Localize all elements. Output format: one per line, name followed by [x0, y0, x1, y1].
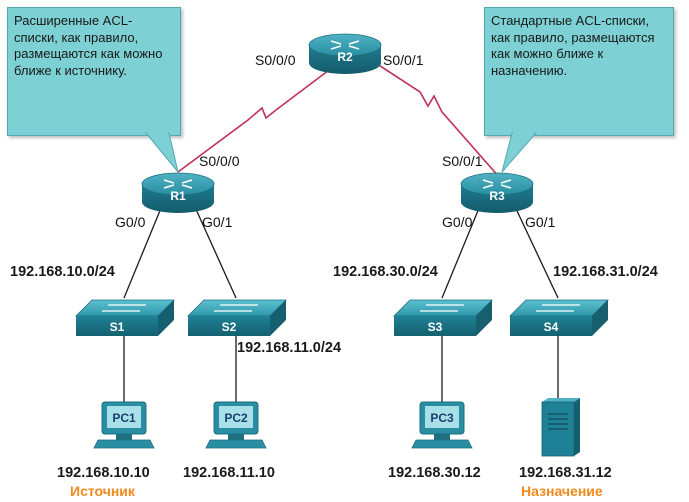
- serial-link-r1-r2: [177, 57, 346, 173]
- router-r3-label: R3: [489, 189, 505, 203]
- switch-s4[interactable]: S4: [509, 299, 609, 336]
- role-destination: Назначение: [521, 483, 603, 499]
- interface-r1-s000: S0/0/0: [199, 153, 240, 169]
- router-r2-label: R2: [337, 50, 353, 64]
- address-pc2: 192.168.11.10: [183, 465, 275, 481]
- link-r3-s3: [441, 195, 485, 299]
- router-r2[interactable]: R2: [308, 33, 382, 74]
- switch-s1-label: S1: [110, 320, 125, 334]
- address-pc3: 192.168.30.12: [388, 465, 481, 481]
- interface-r3-s001: S0/0/1: [442, 153, 483, 169]
- pc-pc3[interactable]: PC3: [411, 401, 473, 449]
- callout-right-pointer: [501, 132, 538, 173]
- switch-s3[interactable]: S3: [393, 299, 493, 336]
- interface-r1-g00: G0/0: [115, 214, 146, 230]
- serial-link-r2-r3: [367, 57, 501, 179]
- interface-r1-g01: G0/1: [202, 214, 233, 230]
- pc-pc1-label: PC1: [112, 411, 136, 425]
- address-pc1: 192.168.10.10: [57, 465, 150, 481]
- pc-pc3-label: PC3: [430, 411, 454, 425]
- callout-standard-acl: Стандартные ACL-списки, как правило, раз…: [484, 7, 674, 136]
- pc-pc1[interactable]: PC1: [93, 401, 155, 449]
- address-server: 192.168.31.12: [519, 465, 612, 481]
- role-source: Источник: [70, 483, 135, 499]
- link-r1-s2: [189, 195, 237, 299]
- switch-s2[interactable]: S2: [187, 299, 287, 336]
- interface-r2-s001: S0/0/1: [383, 52, 424, 68]
- callout-left-pointer: [145, 132, 179, 173]
- link-r1-s1: [123, 195, 167, 299]
- switch-s4-label: S4: [544, 320, 559, 334]
- callout-extended-acl: Расширенные ACL-списки, как правило, раз…: [7, 7, 181, 136]
- interface-r3-g01: G0/1: [525, 214, 556, 230]
- pc-pc2-label: PC2: [224, 411, 248, 425]
- router-r1[interactable]: R1: [141, 172, 215, 213]
- network-label-192-168-30: 192.168.30.0/24: [333, 264, 438, 280]
- interface-r3-g00: G0/0: [442, 214, 473, 230]
- switch-s3-label: S3: [428, 320, 443, 334]
- router-r3[interactable]: R3: [460, 172, 534, 213]
- router-r1-label: R1: [170, 189, 186, 203]
- switch-s1[interactable]: S1: [75, 299, 175, 336]
- interface-r2-s000: S0/0/0: [255, 52, 296, 68]
- pc-pc2[interactable]: PC2: [205, 401, 267, 449]
- network-label-192-168-31: 192.168.31.0/24: [553, 264, 658, 280]
- server-icon[interactable]: [541, 398, 580, 457]
- switch-s2-label: S2: [222, 320, 237, 334]
- link-r3-s4: [509, 195, 559, 299]
- network-label-192-168-10: 192.168.10.0/24: [10, 264, 115, 280]
- network-label-192-168-11: 192.168.11.0/24: [237, 340, 342, 356]
